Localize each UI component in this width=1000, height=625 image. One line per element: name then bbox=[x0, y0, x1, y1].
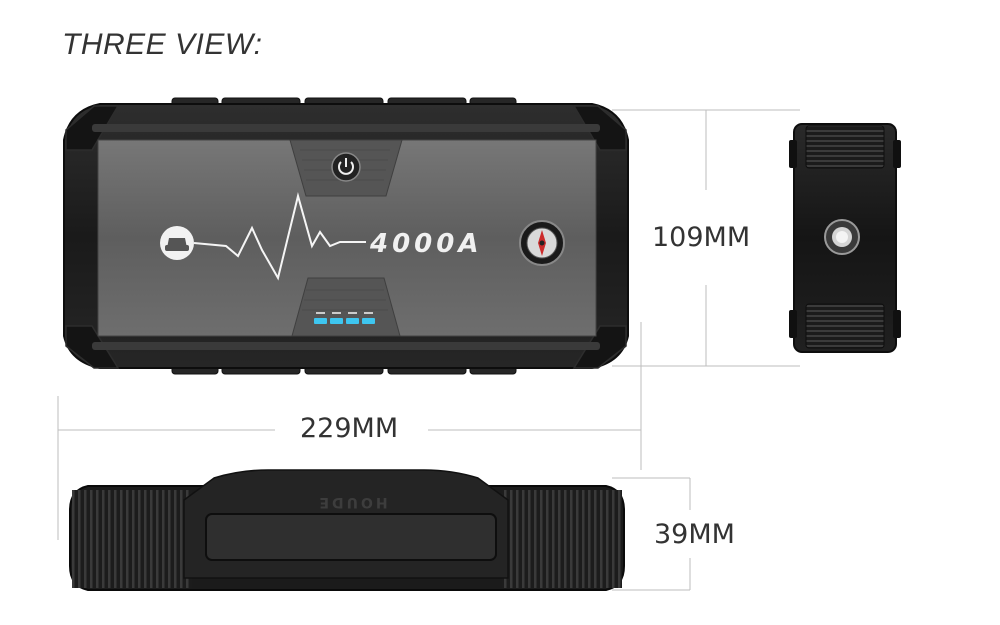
car-icon bbox=[160, 226, 194, 260]
length-dimension-label: 229MM bbox=[296, 415, 403, 442]
front-view: 4000A bbox=[63, 97, 629, 375]
side-view bbox=[789, 123, 901, 353]
model-label: 4000A bbox=[369, 229, 483, 259]
battery-indicator bbox=[314, 312, 375, 324]
depth-dimension-label: 39MM bbox=[650, 521, 739, 548]
page-title: THREE VIEW: bbox=[62, 28, 263, 61]
brand-logo: HOUDE bbox=[316, 494, 387, 510]
heartbeat-line bbox=[193, 192, 366, 281]
compass-icon bbox=[519, 220, 565, 266]
top-view: HOUDE bbox=[69, 469, 625, 591]
dimension-lines bbox=[57, 109, 800, 591]
height-dimension-label: 109MM bbox=[648, 224, 755, 251]
